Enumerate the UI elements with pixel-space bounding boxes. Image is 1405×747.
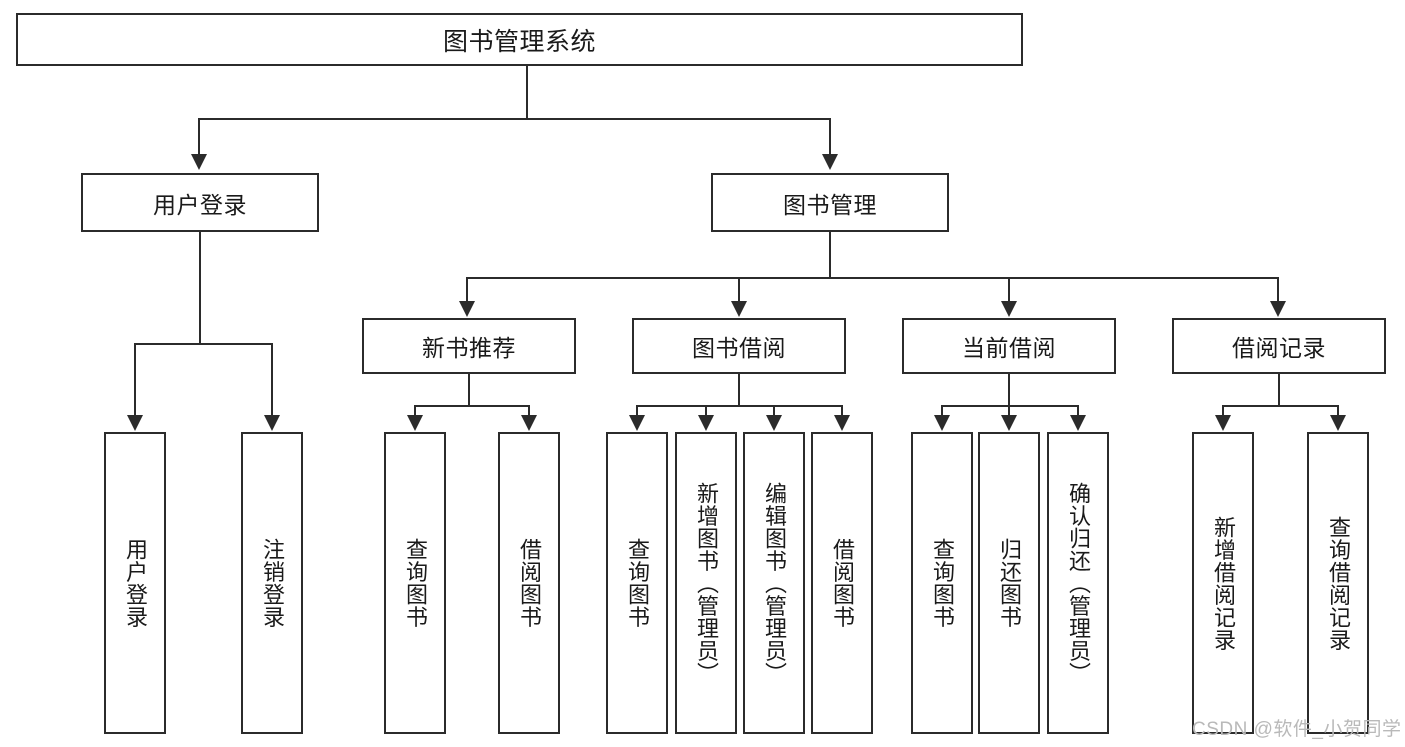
edge-to-user-login bbox=[198, 118, 200, 156]
node-label: 借阅图书 bbox=[516, 538, 542, 628]
edge-new-book-recommend-stem bbox=[468, 374, 470, 406]
node-label: 新增图书（管理员） bbox=[693, 481, 719, 685]
node-label: 借阅记录 bbox=[1232, 335, 1326, 361]
leaf-query-book-recommend[interactable]: 查询图书 bbox=[384, 432, 446, 734]
edge-book-borrow-stem bbox=[738, 374, 740, 406]
node-label: 用户登录 bbox=[153, 191, 247, 218]
edge-to-leaf-confirm-return bbox=[1077, 405, 1079, 417]
node-label: 用户登录 bbox=[122, 538, 148, 628]
node-label: 查询图书 bbox=[624, 538, 650, 628]
leaf-query-borrow-record[interactable]: 查询借阅记录 bbox=[1307, 432, 1369, 734]
edge-to-leaf-borrow-book-2 bbox=[841, 405, 843, 417]
edge-to-leaf-user-login bbox=[134, 343, 136, 417]
csdn-watermark: CSDN @软件_小贺同学 bbox=[1192, 719, 1402, 740]
arrow-to-leaf-query-borrow-record bbox=[1330, 415, 1346, 431]
arrow-to-book-borrow bbox=[731, 301, 747, 317]
edge-level2-bus bbox=[198, 118, 830, 120]
leaf-edit-book-admin[interactable]: 编辑图书（管理员） bbox=[743, 432, 805, 734]
leaf-confirm-return-admin[interactable]: 确认归还（管理员） bbox=[1047, 432, 1109, 734]
edge-current-borrow-bus bbox=[941, 405, 1079, 407]
node-book-management[interactable]: 图书管理 bbox=[711, 173, 949, 232]
node-current-borrow[interactable]: 当前借阅 bbox=[902, 318, 1116, 374]
node-book-borrow[interactable]: 图书借阅 bbox=[632, 318, 846, 374]
leaf-query-book-current[interactable]: 查询图书 bbox=[911, 432, 973, 734]
node-label: 图书管理系统 bbox=[442, 27, 596, 56]
edge-to-book-management bbox=[829, 118, 831, 156]
arrow-to-book-management bbox=[822, 154, 838, 170]
arrow-to-leaf-confirm-return bbox=[1070, 415, 1086, 431]
leaf-user-login[interactable]: 用户登录 bbox=[104, 432, 166, 734]
edge-to-book-borrow bbox=[738, 277, 740, 303]
arrow-to-leaf-edit-book bbox=[766, 415, 782, 431]
node-label: 图书管理 bbox=[783, 191, 877, 218]
leaf-query-book-borrow[interactable]: 查询图书 bbox=[606, 432, 668, 734]
node-label: 编辑图书（管理员） bbox=[761, 481, 787, 685]
node-label: 查询图书 bbox=[929, 538, 955, 628]
arrow-to-current-borrow bbox=[1001, 301, 1017, 317]
edge-book-management-stem bbox=[829, 232, 831, 278]
arrow-to-leaf-borrow-book-1 bbox=[521, 415, 537, 431]
edge-book-borrow-bus bbox=[636, 405, 843, 407]
node-label: 确认归还（管理员） bbox=[1065, 481, 1091, 685]
edge-user-login-stem bbox=[199, 232, 201, 344]
edge-borrow-record-bus bbox=[1222, 405, 1339, 407]
leaf-return-book[interactable]: 归还图书 bbox=[978, 432, 1040, 734]
arrow-to-leaf-user-login bbox=[127, 415, 143, 431]
edge-to-leaf-edit-book bbox=[773, 405, 775, 417]
arrow-to-leaf-return-book bbox=[1001, 415, 1017, 431]
node-new-book-recommend[interactable]: 新书推荐 bbox=[362, 318, 576, 374]
edge-to-leaf-add-book bbox=[705, 405, 707, 417]
node-root-library-management-system[interactable]: 图书管理系统 bbox=[16, 13, 1023, 66]
node-label: 图书借阅 bbox=[692, 335, 786, 361]
leaf-add-book-admin[interactable]: 新增图书（管理员） bbox=[675, 432, 737, 734]
edge-to-leaf-add-borrow-record bbox=[1222, 405, 1224, 417]
edge-to-leaf-query-book-2 bbox=[636, 405, 638, 417]
edge-root-stem bbox=[526, 66, 528, 119]
leaf-borrow-book[interactable]: 借阅图书 bbox=[811, 432, 873, 734]
arrow-to-leaf-query-book-2 bbox=[629, 415, 645, 431]
leaf-borrow-book-recommend[interactable]: 借阅图书 bbox=[498, 432, 560, 734]
node-label: 新书推荐 bbox=[422, 335, 516, 361]
edge-user-login-bus bbox=[134, 343, 273, 345]
edge-current-borrow-stem bbox=[1008, 374, 1010, 406]
leaf-logout[interactable]: 注销登录 bbox=[241, 432, 303, 734]
edge-to-leaf-query-book-3 bbox=[941, 405, 943, 417]
node-borrow-record[interactable]: 借阅记录 bbox=[1172, 318, 1386, 374]
node-label: 查询图书 bbox=[402, 538, 428, 628]
leaf-add-borrow-record[interactable]: 新增借阅记录 bbox=[1192, 432, 1254, 734]
node-label: 注销登录 bbox=[259, 538, 285, 628]
edge-to-current-borrow bbox=[1008, 277, 1010, 303]
arrow-to-new-book-recommend bbox=[459, 301, 475, 317]
arrow-to-leaf-logout bbox=[264, 415, 280, 431]
edge-to-new-book-recommend bbox=[466, 277, 468, 303]
edge-new-book-recommend-bus bbox=[414, 405, 530, 407]
arrow-to-user-login bbox=[191, 154, 207, 170]
edge-to-leaf-query-book-1 bbox=[414, 405, 416, 417]
node-label: 归还图书 bbox=[996, 538, 1022, 628]
node-label: 当前借阅 bbox=[962, 335, 1056, 361]
arrow-to-leaf-borrow-book-2 bbox=[834, 415, 850, 431]
edge-to-leaf-query-borrow-record bbox=[1337, 405, 1339, 417]
edge-level3-bus bbox=[466, 277, 1278, 279]
node-label: 借阅图书 bbox=[829, 538, 855, 628]
node-label: 新增借阅记录 bbox=[1210, 515, 1236, 651]
node-user-login[interactable]: 用户登录 bbox=[81, 173, 319, 232]
edge-to-leaf-borrow-book-1 bbox=[528, 405, 530, 417]
arrow-to-borrow-record bbox=[1270, 301, 1286, 317]
arrow-to-leaf-add-book bbox=[698, 415, 714, 431]
edge-borrow-record-stem bbox=[1278, 374, 1280, 406]
node-label: 查询借阅记录 bbox=[1325, 515, 1351, 651]
arrow-to-leaf-add-borrow-record bbox=[1215, 415, 1231, 431]
edge-to-leaf-logout bbox=[271, 343, 273, 417]
edge-to-leaf-return-book bbox=[1008, 405, 1010, 417]
arrow-to-leaf-query-book-3 bbox=[934, 415, 950, 431]
arrow-to-leaf-query-book-1 bbox=[407, 415, 423, 431]
edge-to-borrow-record bbox=[1277, 277, 1279, 303]
